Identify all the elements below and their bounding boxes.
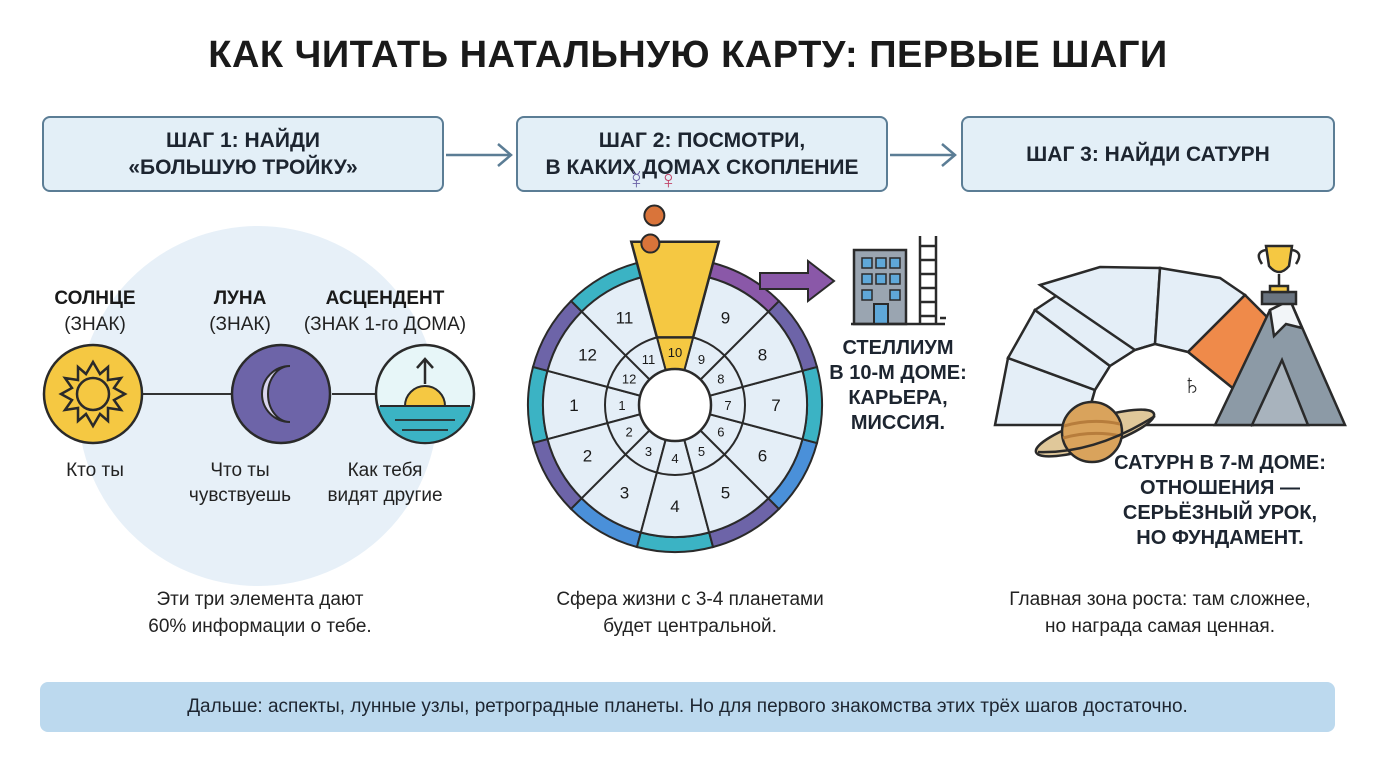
step-1-caption-line-2: 60% информации о тебе. [148, 616, 372, 637]
wheel-center [637, 367, 713, 443]
big-three-icons [42, 343, 476, 445]
ascendant-sub-label: (ЗНАК 1-го ДОМА) [303, 314, 467, 335]
wheel-inner-number: 9 [698, 352, 705, 367]
venus-symbol: ♀ [659, 165, 679, 195]
wheel-inner-number: 11 [642, 352, 656, 367]
sun-icon [42, 343, 144, 445]
wheel-inner-number: 6 [717, 425, 724, 440]
saturn-caption-line-1: САТУРН В 7-М ДОМЕ: [1114, 452, 1326, 474]
step-2-caption-line-1: Сфера жизни с 3-4 планетами [556, 589, 824, 610]
footer-note: Дальше: аспекты, лунные узлы, ретроградн… [40, 682, 1335, 732]
wheel-inner-number: 4 [671, 451, 678, 466]
step-3-caption-line-1: Главная зона роста: там сложнее, [1009, 589, 1311, 610]
step-2-line-1: ШАГ 2: ПОСМОТРИ, [598, 129, 806, 152]
wheel-inner-number: 10 [668, 345, 682, 360]
saturn-caption-line-2: ОТНОШЕНИЯ — [1140, 477, 1300, 499]
wheel-inner-number: 1 [618, 398, 625, 413]
wheel-inner-number: 8 [717, 372, 724, 387]
stellium-line-3: КАРЬЕРА, [848, 387, 948, 409]
ascendant-description-line-1: Как тебя [347, 460, 423, 481]
stellium-slice [629, 240, 721, 339]
wheel-outer-number: 2 [583, 447, 592, 466]
wheel-outer-number: 3 [620, 483, 629, 502]
step-1-caption-line-1: Эти три элемента дают [156, 589, 364, 610]
step-1-line-2: «БОЛЬШУЮ ТРОЙКУ» [128, 156, 358, 179]
step-2-caption-line-2: будет центральной. [603, 616, 777, 637]
stellium-arrow [759, 258, 836, 304]
saturn-caption-line-3: СЕРЬЁЗНЫЙ УРОК, [1122, 502, 1318, 524]
step-3-caption-line-2: но награда самая ценная. [1044, 616, 1275, 637]
mercury-symbol: ☿ [627, 165, 647, 195]
saturn-illustration: ♄ [993, 244, 1347, 464]
step-2-box: ШАГ 2: ПОСМОТРИ, В КАКИХ ДОМАХ СКОПЛЕНИЕ [516, 116, 888, 192]
sun-description: Кто ты [66, 460, 124, 481]
wheel-outer-number: 8 [758, 346, 767, 365]
ascendant-description-line-2: видят другие [327, 485, 443, 506]
trophy-icon [1257, 244, 1301, 306]
wheel-outer-number: 12 [578, 346, 597, 365]
wheel-outer-number: 6 [758, 447, 767, 466]
step-2-line-2: В КАКИХ ДОМАХ СКОПЛЕНИЕ [545, 156, 859, 179]
saturn-symbol: ♄ [1182, 369, 1203, 400]
moon-sub-label: (ЗНАК) [209, 314, 271, 335]
page-title: КАК ЧИТАТЬ НАТАЛЬНУЮ КАРТУ: ПЕРВЫЕ ШАГИ [208, 34, 1168, 76]
planet-icon [640, 233, 661, 254]
office-building-icon [851, 236, 946, 326]
ascendant-label: АСЦЕНДЕНТ [325, 288, 445, 309]
wheel-outer-number: 5 [721, 483, 730, 502]
sun-sub-label: (ЗНАК) [64, 314, 126, 335]
step-1-box: ШАГ 1: НАЙДИ «БОЛЬШУЮ ТРОЙКУ» [42, 116, 444, 192]
wheel-outer-number: 4 [670, 497, 679, 516]
wheel-outer-number: 11 [616, 309, 634, 328]
wheel-inner-number: 12 [622, 372, 636, 387]
step-arrow-2 [890, 143, 957, 167]
wheel-outer-number: 1 [569, 396, 578, 415]
wheel-inner-number: 2 [625, 425, 632, 440]
step-arrow-1 [446, 143, 513, 167]
wheel-inner-number: 3 [645, 444, 652, 459]
wheel-outer-number: 9 [721, 309, 730, 328]
moon-description-line-2: чувствуешь [188, 485, 292, 506]
wheel-outer-number: 7 [771, 396, 780, 415]
wheel-inner-number: 5 [698, 444, 705, 459]
step-3-box: ШАГ 3: НАЙДИ САТУРН [961, 116, 1335, 192]
saturn-planet-icon [1034, 400, 1156, 464]
saturn-caption-line-4: НО ФУНДАМЕНТ. [1136, 527, 1304, 549]
ladder-icon [918, 236, 946, 324]
step-3-line-1: ШАГ 3: НАЙДИ САТУРН [1026, 142, 1270, 166]
stellium-line-2: В 10-М ДОМЕ: [829, 362, 967, 384]
moon-icon [230, 343, 332, 445]
moon-description-line-1: Что ты [210, 460, 270, 481]
sun-label: СОЛНЦЕ [54, 288, 136, 309]
sunrise-icon [374, 343, 476, 445]
stellium-line-4: МИССИЯ. [850, 412, 946, 434]
step-1-line-1: ШАГ 1: НАЙДИ [166, 129, 320, 152]
moon-label: ЛУНА [213, 288, 267, 309]
stellium-line-1: СТЕЛЛИУМ [842, 337, 954, 359]
planet-icon [643, 204, 666, 227]
wheel-inner-number: 7 [724, 398, 731, 413]
